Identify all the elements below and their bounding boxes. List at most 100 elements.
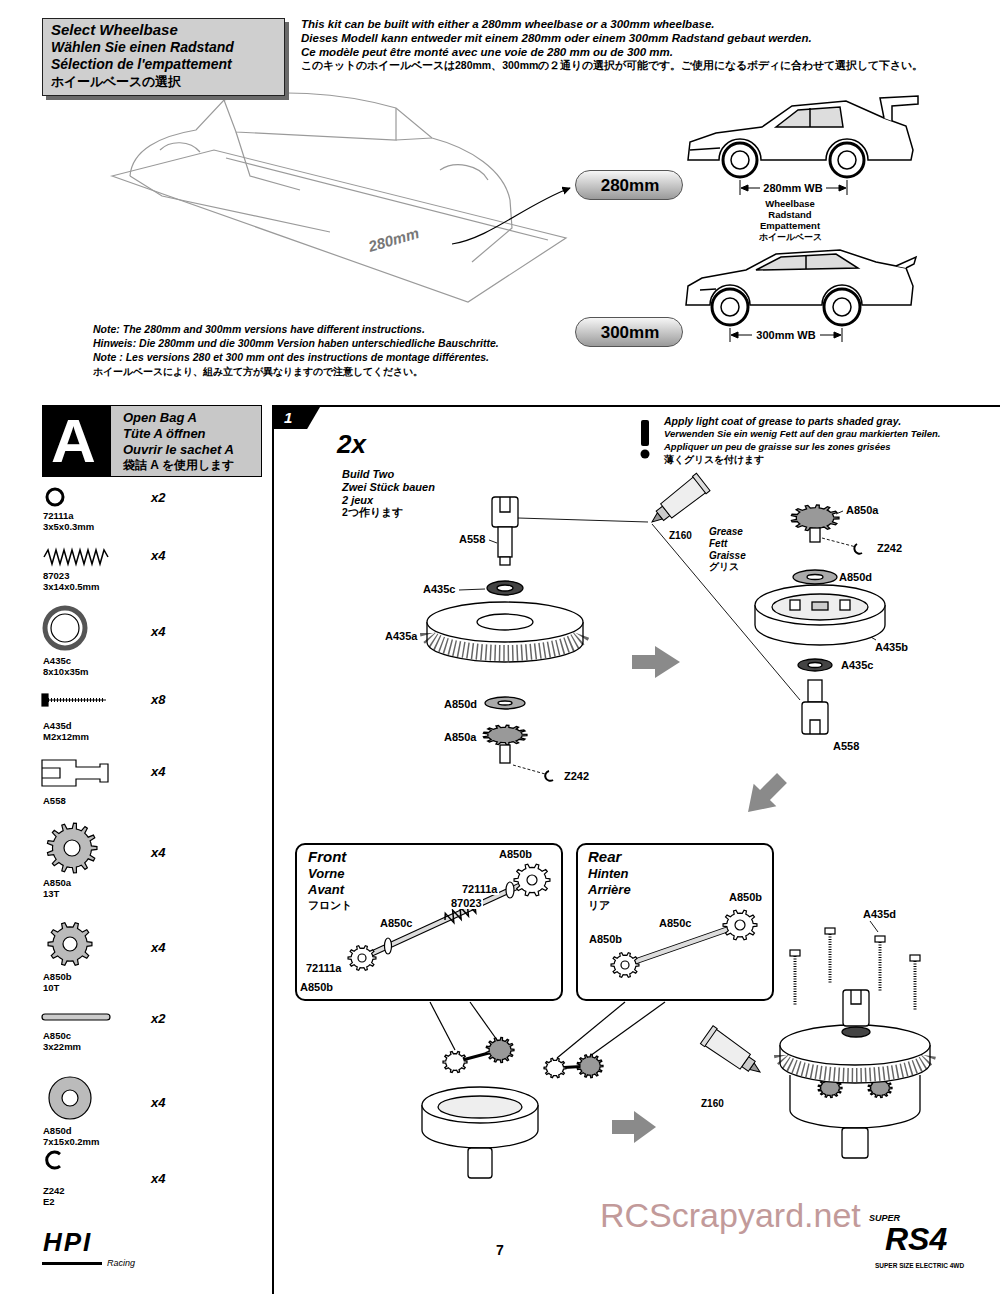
- differential-assembly: [807, 575, 823, 580]
- heading-text: Rear: [587, 849, 622, 866]
- differential-assembly: [798, 659, 832, 671]
- dimension-line: [730, 328, 842, 342]
- heading-text: ホイールベースの選択: [51, 75, 181, 90]
- dimension-line: [741, 185, 748, 191]
- differential-assembly: [842, 1128, 868, 1158]
- callout-pointer: [470, 1002, 497, 1040]
- car-side-view: [833, 298, 851, 316]
- differential-assembly: [851, 990, 861, 1004]
- differential-case: [577, 1054, 603, 1077]
- part-icon: [47, 1152, 60, 1168]
- differential-assembly: [808, 663, 822, 668]
- car-side-view: [896, 257, 916, 268]
- attention-icon: [641, 420, 649, 446]
- part-number: A850a: [443, 731, 477, 743]
- car-side-view: [690, 148, 720, 150]
- part-icon: [51, 614, 79, 642]
- differential-assembly: [498, 701, 512, 705]
- screw: [825, 928, 835, 934]
- part-number: A850b: [42, 972, 73, 983]
- dimension-line: [731, 332, 738, 338]
- part-number: A435c: [840, 659, 874, 671]
- callout-box: FrontVorneAvantフロントA850b72111a87023A850c…: [295, 843, 563, 1001]
- part-number: Z242: [42, 1186, 66, 1197]
- part-icon: [48, 700, 106, 701]
- part-number: A558: [458, 533, 486, 545]
- instruction-text: 2つ作ります: [341, 507, 404, 519]
- step-number: 1: [274, 407, 320, 429]
- step-count: 2x: [336, 430, 367, 459]
- differential-assembly: [500, 497, 510, 512]
- differential-assembly: [780, 1025, 930, 1065]
- differential-assembly: [483, 725, 527, 745]
- differential-case: [468, 1148, 492, 1178]
- car-side-view: [723, 143, 757, 177]
- screw: [910, 955, 920, 961]
- process-arrow: [612, 1111, 656, 1143]
- logo-bar: [42, 1262, 102, 1265]
- dimension-text: 3x22mm: [42, 1042, 82, 1053]
- differential-assembly: [840, 600, 850, 610]
- part-number: A435b: [874, 641, 909, 653]
- heading-text: リア: [587, 899, 611, 911]
- part-icon: [49, 1077, 91, 1119]
- note-text: Note : Les versions 280 et 300 mm ont de…: [92, 352, 490, 364]
- pinion-assembly: [527, 875, 537, 885]
- attention-icon: [641, 420, 650, 459]
- dimension-line: [740, 180, 847, 195]
- pinion-assembly: [625, 925, 740, 965]
- differential-assembly: [755, 585, 885, 625]
- dimension-text: 280mm WB: [762, 182, 823, 194]
- part-number: A850d: [42, 1126, 73, 1137]
- dimension-text: 13T: [42, 889, 60, 900]
- quantity: x4: [150, 625, 166, 640]
- bag-header: AOpen Bag ATüte A öffnenOuvrir le sachet…: [42, 405, 262, 477]
- car-side-view: [805, 255, 807, 269]
- part-icon: [47, 489, 63, 505]
- body-shell-sketch: [160, 143, 200, 152]
- part-number: A850b: [728, 891, 763, 903]
- dimension-text: 7x15x0.2mm: [42, 1137, 101, 1148]
- part-number: A850d: [443, 698, 478, 710]
- differential-assembly: [790, 600, 800, 610]
- caption-text: Grease: [708, 526, 744, 537]
- pinion-assembly: [362, 880, 532, 958]
- option-text: 280mm: [601, 176, 660, 195]
- process-arrow: [737, 767, 794, 824]
- leader-line: [518, 518, 648, 522]
- caption-text: Empattement: [759, 221, 821, 232]
- heading-text: Open Bag A: [123, 411, 197, 426]
- differential-case: [544, 1058, 566, 1077]
- body-shell-sketch: [130, 176, 330, 232]
- car-side-view: [776, 107, 843, 127]
- caption-text: Fett: [708, 538, 728, 549]
- dimension-text: 280mm: [367, 225, 421, 255]
- option-pill: 300mm: [575, 317, 683, 347]
- differential-assembly: [427, 497, 583, 781]
- car-side-view: [688, 101, 913, 160]
- differential-assembly: [487, 581, 523, 595]
- differential-assembly: [497, 585, 513, 591]
- pinion-assembly: [735, 920, 745, 930]
- part-icon: [45, 608, 85, 648]
- part-number: A850d: [838, 571, 873, 583]
- caption-text: ホイールベース: [758, 232, 823, 242]
- car-side-view: [731, 151, 749, 169]
- part-number: A435a: [384, 630, 418, 642]
- dimension-text: 10T: [42, 983, 60, 994]
- pinion-assembly: [625, 925, 740, 965]
- differential-assembly: [810, 720, 820, 734]
- differential-assembly: [477, 614, 533, 630]
- bag-letter: A: [51, 410, 96, 472]
- screw: [875, 936, 885, 942]
- differential-assembly: [492, 497, 518, 527]
- step-panel: 1FrontVorneAvantフロントA850b72111a87023A850…: [272, 405, 1000, 1294]
- pinion-assembly: [348, 946, 376, 970]
- screw: [794, 956, 797, 1005]
- differential-assembly: [485, 697, 525, 709]
- part-icon: [44, 550, 108, 564]
- quantity: x2: [150, 491, 166, 506]
- part-number: A435d: [42, 721, 73, 732]
- note-text: ホイールベースにより、組み立て方が異なりますので注意してください。: [92, 366, 424, 377]
- logo-text: RS4: [884, 1222, 948, 1258]
